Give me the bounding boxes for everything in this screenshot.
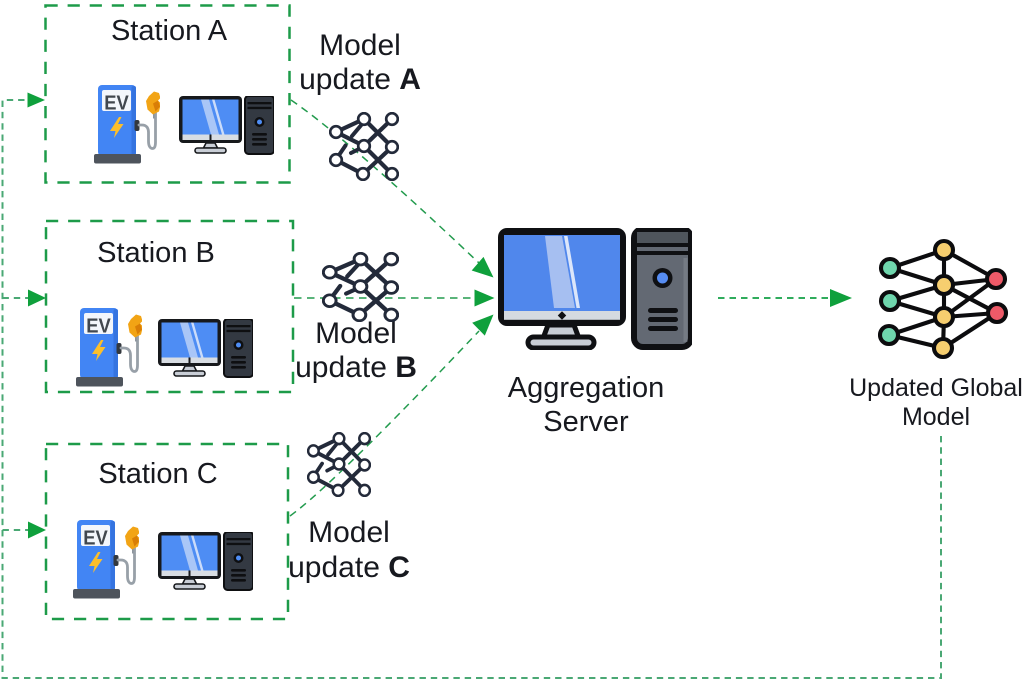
svg-text:EV: EV [104, 93, 129, 115]
svg-text:EV: EV [83, 528, 108, 550]
svg-text:EV: EV [86, 316, 111, 338]
